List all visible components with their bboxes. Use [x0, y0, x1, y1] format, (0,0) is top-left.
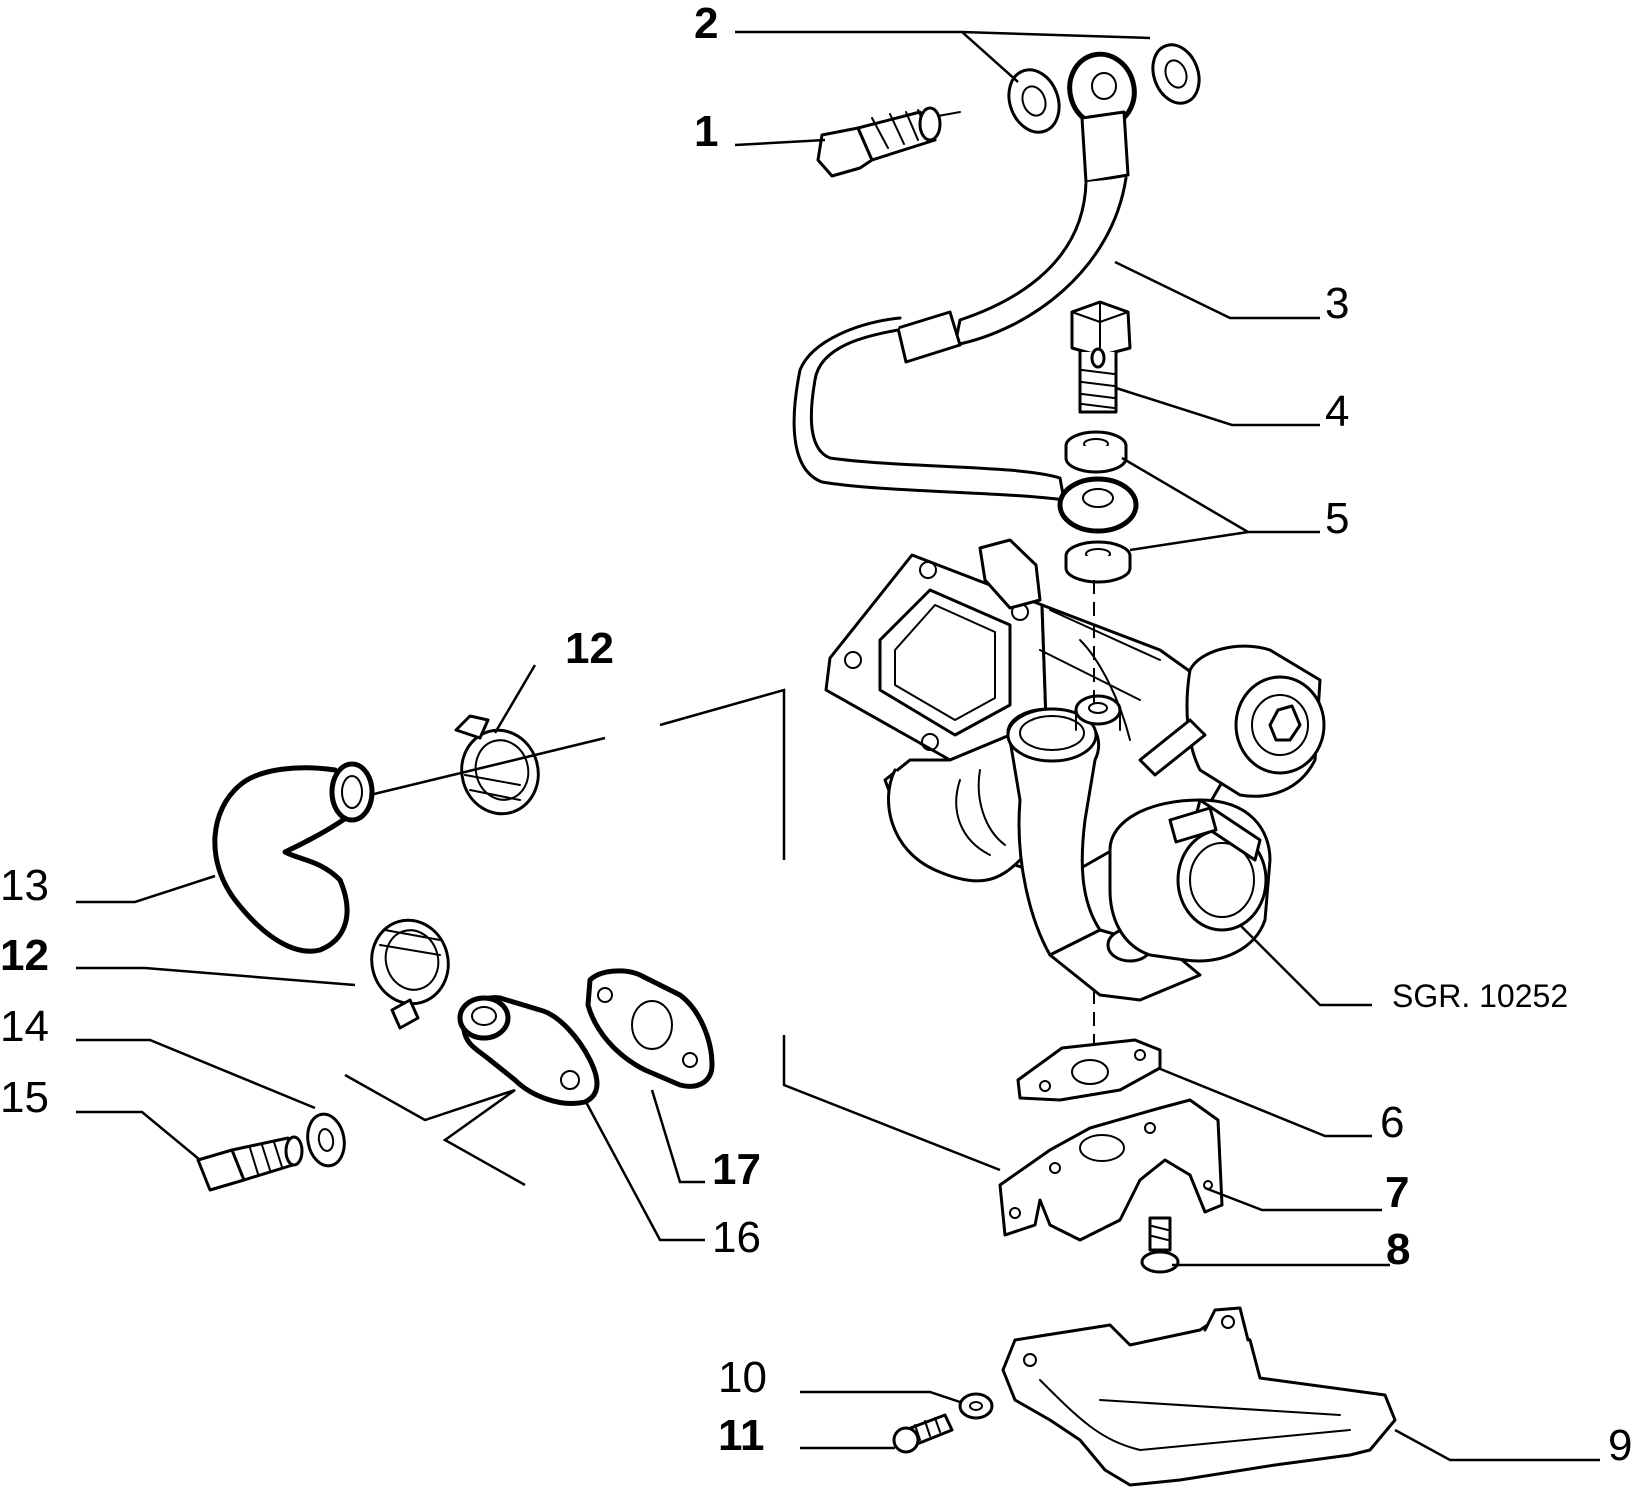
callout-9: 9	[1608, 1421, 1632, 1470]
callout-8: 8	[1386, 1225, 1410, 1274]
part-2-sealing-washers	[1007, 43, 1201, 134]
callout-10: 10	[718, 1353, 767, 1402]
part-12-hose-clamp-upper	[454, 714, 540, 816]
callout-2: 2	[694, 0, 718, 48]
callout-6: 6	[1380, 1098, 1404, 1147]
part-5-sealing-washers	[1064, 430, 1132, 584]
callout-14: 14	[0, 1002, 49, 1051]
part-15-bolt	[196, 1135, 304, 1192]
part-16-drain-flange-fitting	[457, 995, 600, 1106]
drawing-reference: SGR. 10252	[1392, 978, 1568, 1014]
callout-7: 7	[1385, 1168, 1409, 1217]
turbocharger-assembly	[824, 538, 1326, 1002]
part-10-washer	[958, 1392, 994, 1420]
part-11-screw	[892, 1413, 954, 1454]
part-9-heat-shield	[1001, 1306, 1397, 1487]
callout-11: 11	[718, 1411, 765, 1460]
callout-5: 5	[1325, 494, 1349, 543]
callout-15: 15	[0, 1073, 49, 1122]
callout-12-lower: 12	[0, 931, 49, 980]
callout-3: 3	[1325, 279, 1349, 328]
part-12-hose-clamp-lower	[370, 918, 450, 1030]
part-4-banjo-bolt	[1070, 300, 1132, 414]
assembly-guide-lines	[344, 688, 1001, 1187]
part-3-oil-feed-pipe	[792, 51, 1139, 534]
part-6-gasket	[1016, 1038, 1162, 1102]
part-7-oil-drain-fitting	[998, 1098, 1224, 1242]
leader-lines	[76, 30, 1600, 1462]
part-17-gasket	[585, 968, 715, 1089]
part-13-oil-return-hose	[212, 761, 375, 954]
part-8-screw	[1140, 1216, 1180, 1274]
part-1-banjo-bolt	[816, 106, 961, 178]
callout-16: 16	[712, 1213, 761, 1262]
callout-4: 4	[1325, 387, 1349, 436]
part-14-washer	[306, 1112, 346, 1168]
callout-13: 13	[0, 861, 49, 910]
callout-17: 17	[712, 1145, 761, 1194]
callout-1: 1	[694, 107, 718, 156]
callout-12-upper: 12	[565, 624, 614, 673]
